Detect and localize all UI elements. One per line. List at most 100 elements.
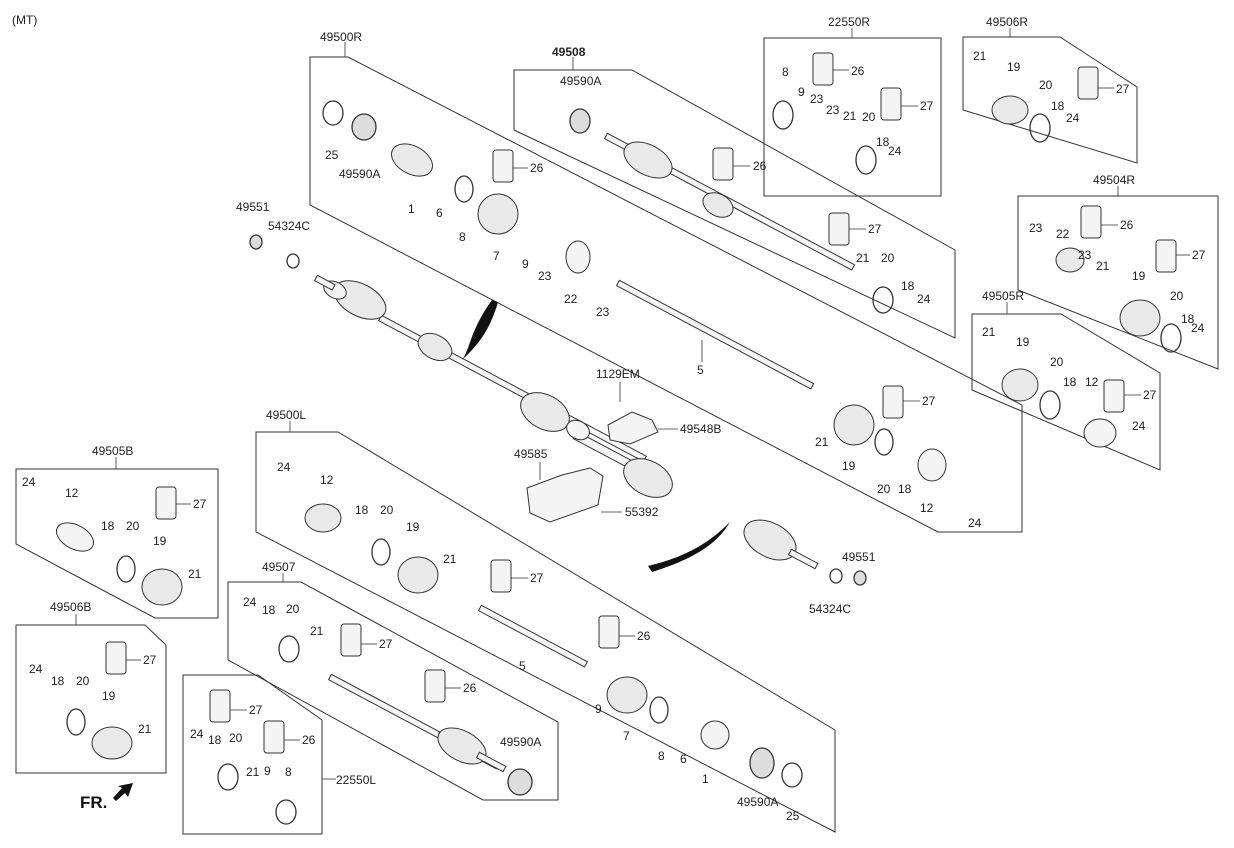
part-label: 19 xyxy=(1016,335,1030,349)
part-label: 24 xyxy=(29,662,43,676)
part-label: 20 xyxy=(126,519,140,533)
part-label: 23 xyxy=(596,305,610,319)
part-label: 27 xyxy=(249,703,263,717)
part-label: 21 xyxy=(188,567,202,581)
part-label: 18 xyxy=(1181,312,1195,326)
part-label: 20 xyxy=(286,602,300,616)
group-box-49505R xyxy=(971,313,1161,471)
group-label-49506B: 49506B xyxy=(50,600,91,614)
part-label: 9 xyxy=(264,764,271,778)
part-label: 26 xyxy=(851,64,865,78)
group-box-49500L xyxy=(255,431,836,833)
group-label-49505B: 49505B xyxy=(92,444,133,458)
part-label: 21 xyxy=(138,722,152,736)
part-label: 6 xyxy=(680,752,687,766)
part-label: 23 xyxy=(1078,248,1092,262)
part-label: 24 xyxy=(190,727,204,741)
arrow-lower xyxy=(648,522,730,572)
group-label-49506R: 49506R xyxy=(986,15,1028,29)
front-direction-indicator: FR. xyxy=(80,783,133,812)
part-label: 24 xyxy=(243,595,257,609)
group-label-22550R: 22550R xyxy=(828,15,870,29)
part-label: 55392 xyxy=(625,505,659,519)
part-label: 27 xyxy=(922,394,936,408)
shaft-49508 xyxy=(603,132,856,271)
part-label: 26 xyxy=(637,629,651,643)
part-label: 20 xyxy=(1039,78,1053,92)
part-label: 18 xyxy=(51,674,65,688)
bracket-49585 xyxy=(526,467,604,523)
group-box-49506B xyxy=(15,624,167,774)
part-label: 24 xyxy=(968,516,982,530)
part-label: 24 xyxy=(888,144,902,158)
part-label: 18 xyxy=(208,733,222,747)
part-label: 20 xyxy=(877,482,891,496)
shaft-5-lower xyxy=(477,604,589,668)
part-label: 23 xyxy=(538,269,552,283)
group-label-22550L: 22550L xyxy=(336,773,376,787)
part-label: 18 xyxy=(876,135,890,149)
part-label: 24 xyxy=(277,460,291,474)
part-label: 27 xyxy=(143,653,157,667)
part-label: 20 xyxy=(229,731,243,745)
group-box-49506R xyxy=(962,36,1138,164)
part-label: 8 xyxy=(782,65,789,79)
group-label-49500R: 49500R xyxy=(320,30,362,44)
part-label: 26 xyxy=(753,159,767,173)
group-label-49505R: 49505R xyxy=(982,289,1024,303)
part-label: 9 xyxy=(595,702,602,716)
part-label: 20 xyxy=(1170,289,1184,303)
part-label: 21 xyxy=(973,49,987,63)
part-label: 26 xyxy=(530,161,544,175)
part-label: 20 xyxy=(862,110,876,124)
part-label: 54324C xyxy=(809,602,851,616)
part-label: 9 xyxy=(522,257,529,271)
part-label: 12 xyxy=(65,486,79,500)
part-label: 20 xyxy=(1050,355,1064,369)
part-label: 21 xyxy=(443,552,457,566)
part-label: 49590A xyxy=(339,167,380,181)
part-label: 21 xyxy=(1096,259,1110,273)
mount-49548B xyxy=(607,411,659,445)
part-label: 24 xyxy=(1191,321,1205,335)
part-label: 19 xyxy=(1132,269,1146,283)
part-label: 27 xyxy=(1116,82,1130,96)
part-label: 27 xyxy=(1143,388,1157,402)
part-label: 19 xyxy=(153,534,167,548)
part-label: 21 xyxy=(310,624,324,638)
part-label: 19 xyxy=(1007,60,1021,74)
part-label: 23 xyxy=(1029,221,1043,235)
part-label: 12 xyxy=(920,501,934,515)
group-box-49508 xyxy=(513,69,956,339)
part-label: 49590A xyxy=(500,735,541,749)
part-label: 19 xyxy=(406,520,420,534)
part-label: 21 xyxy=(843,109,857,123)
shaft-5-upper xyxy=(615,279,815,390)
part-label: 21 xyxy=(982,325,996,339)
part-label: 12 xyxy=(1085,375,1099,389)
part-label: 7 xyxy=(493,249,500,263)
part-label: 18 xyxy=(101,519,115,533)
part-label: 27 xyxy=(1192,248,1206,262)
part-label: 18 xyxy=(262,603,276,617)
part-label: 27 xyxy=(530,571,544,585)
main-drive-shaft-upper xyxy=(313,274,819,570)
group-box-49507 xyxy=(227,581,559,801)
part-label: 1 xyxy=(702,772,709,786)
group-box-49504R xyxy=(1017,195,1219,370)
group-label-49508: 49508 xyxy=(552,45,586,59)
part-label: 5 xyxy=(697,363,704,377)
part-label: 26 xyxy=(463,681,477,695)
variant-label: (MT) xyxy=(12,13,37,27)
part-label: 21 xyxy=(856,251,870,265)
part-label: 20 xyxy=(76,674,90,688)
part-label: 49590A xyxy=(560,74,601,88)
part-label: 49551 xyxy=(842,550,876,564)
part-label: 24 xyxy=(1066,111,1080,125)
shaft-49507 xyxy=(327,673,507,773)
part-label: 8 xyxy=(658,749,665,763)
group-box-49500R xyxy=(309,56,1023,533)
part-label: 27 xyxy=(920,99,934,113)
front-label: FR. xyxy=(80,793,107,812)
